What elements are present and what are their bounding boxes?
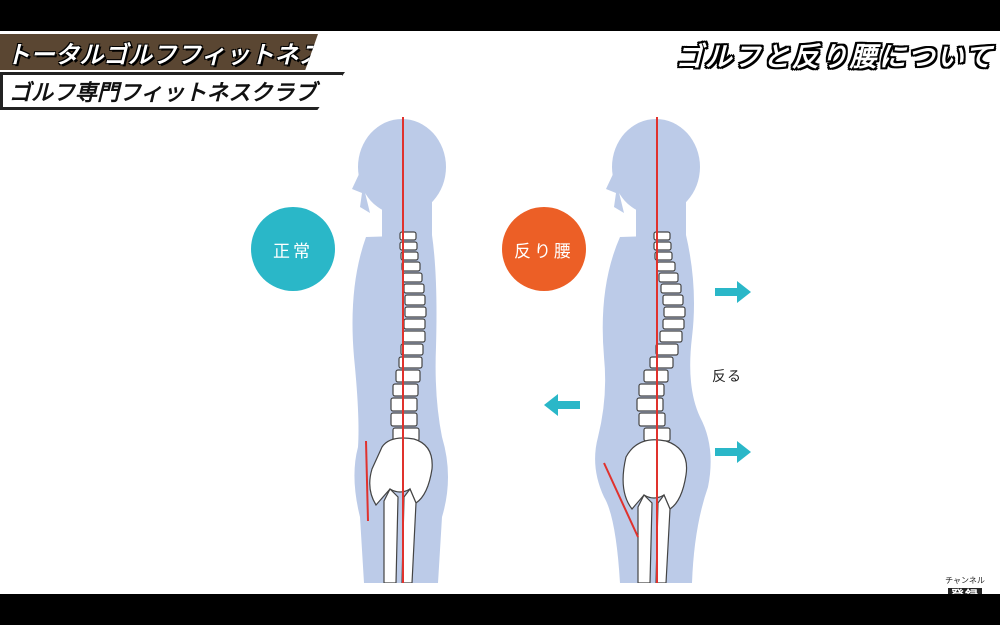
spine bbox=[622, 231, 688, 583]
sway-note: 反る bbox=[712, 369, 742, 385]
sway-label-badge: 反り腰 bbox=[502, 207, 586, 291]
letterbox-bottom bbox=[0, 594, 1000, 625]
letterbox-top bbox=[0, 0, 1000, 31]
subscribe-button[interactable]: チャンネル 登録 bbox=[945, 576, 985, 594]
pelvis-tilt-line bbox=[365, 440, 369, 522]
brand-name: トータルゴルフフィットネス bbox=[6, 40, 324, 69]
arrow-right-icon bbox=[715, 441, 751, 463]
arrow-left-icon bbox=[544, 394, 580, 416]
sway-back-figure bbox=[595, 117, 711, 583]
body-silhouette bbox=[595, 119, 711, 583]
arrow-right-icon bbox=[715, 281, 751, 303]
subscribe-caption: チャンネル bbox=[945, 576, 985, 585]
subscribe-label: 登録 bbox=[947, 588, 982, 594]
slide-title: ゴルフと反り腰について bbox=[675, 42, 994, 73]
pelvis-tilt-line bbox=[603, 462, 639, 538]
brand-tagline: ゴルフ専門フィットネスクラブ bbox=[9, 81, 317, 106]
body-silhouette bbox=[352, 119, 448, 583]
normal-label: 正常 bbox=[273, 241, 313, 262]
brand-banner-top: トータルゴルフフィットネス bbox=[0, 34, 318, 70]
sway-label: 反り腰 bbox=[514, 241, 574, 262]
normal-label-badge: 正常 bbox=[251, 207, 335, 291]
brand-banner-bottom: ゴルフ専門フィットネスクラブ bbox=[0, 72, 345, 110]
video-frame: トータルゴルフフィットネス ゴルフ専門フィットネスクラブ ゴルフと反り腰について bbox=[0, 31, 1000, 594]
normal-posture-figure bbox=[352, 117, 448, 583]
